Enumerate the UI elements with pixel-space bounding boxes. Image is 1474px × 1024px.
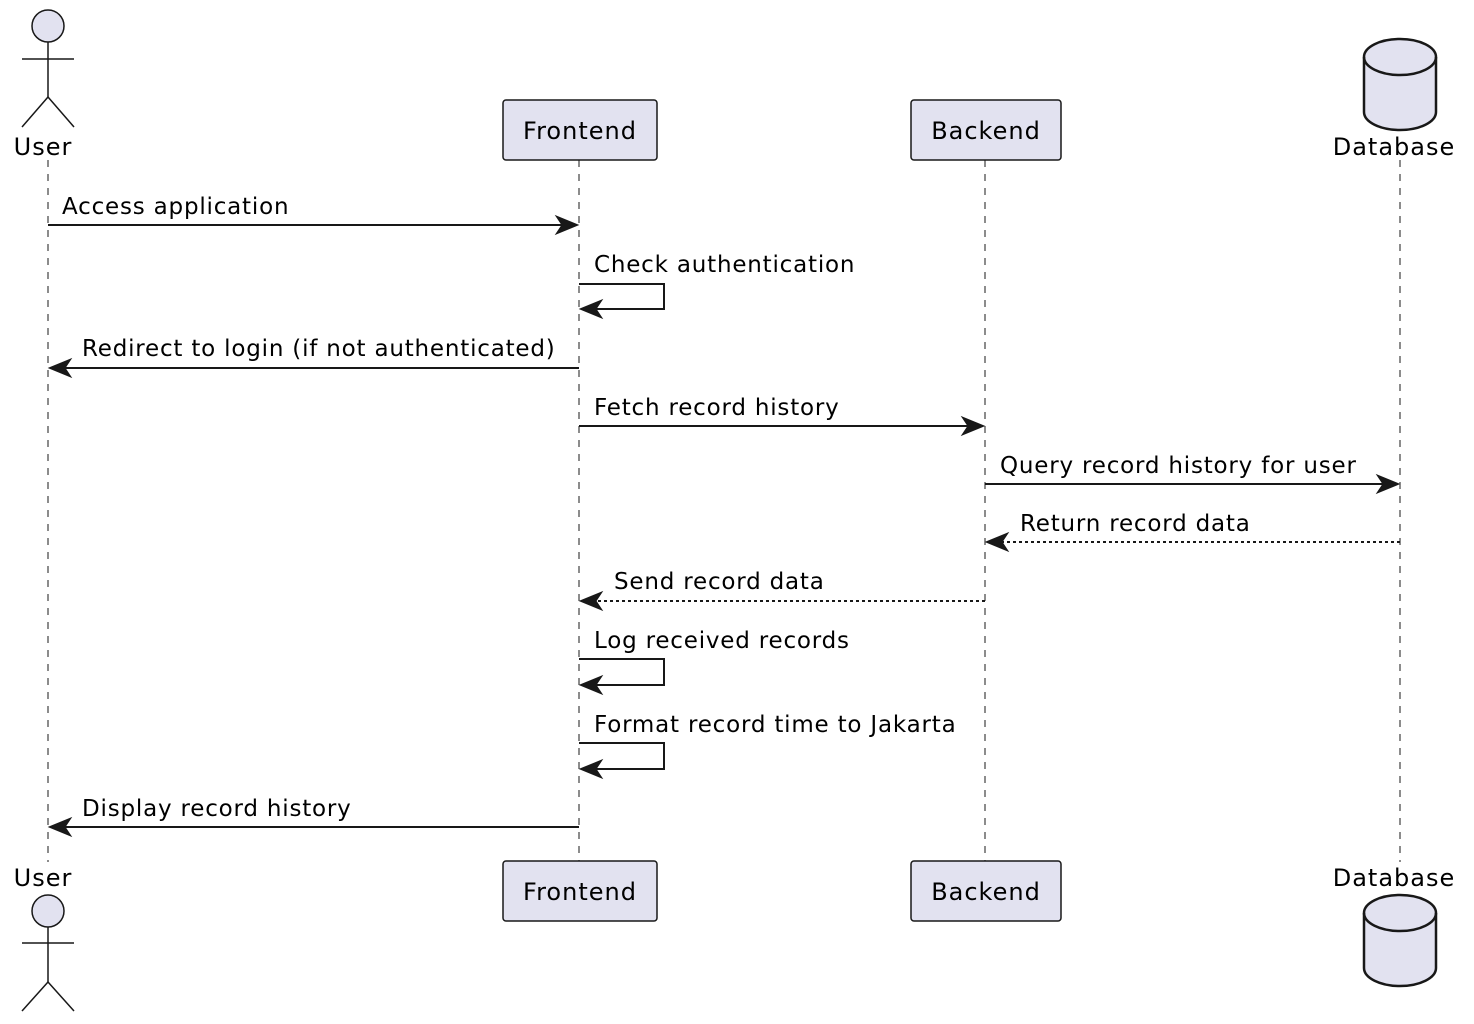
database-icon (1362, 37, 1438, 132)
message-label: Display record history (82, 796, 352, 822)
messages: Access application Check authentication … (47, 194, 1401, 838)
message-check-authentication: Check authentication (578, 252, 855, 320)
message-access-application: Access application (48, 194, 580, 236)
message-label: Log received records (594, 628, 850, 654)
participant-label-database: Database (1333, 133, 1456, 161)
arrowhead-left-icon (578, 298, 604, 320)
message-label: Query record history for user (1000, 453, 1357, 479)
database-icon (1362, 893, 1438, 988)
message-label: Format record time to Jakarta (594, 712, 956, 738)
message-label: Send record data (614, 569, 825, 595)
arrowhead-right-icon (960, 415, 986, 437)
actor-icon (21, 894, 75, 1012)
participant-label-frontend: Frontend (523, 117, 637, 145)
arrowhead-left-icon (984, 531, 1010, 553)
message-label: Return record data (1020, 511, 1251, 537)
participant-backend-top: Backend (910, 99, 1062, 161)
arrowhead-left-icon (47, 357, 73, 379)
message-query-record-history: Query record history for user (985, 453, 1401, 495)
message-log-received-records: Log received records (578, 628, 850, 696)
participant-database-bottom: Database (1333, 864, 1456, 988)
participant-box-backend (910, 860, 1062, 922)
message-send-record-data: Send record data (578, 569, 985, 612)
arrowhead-right-icon (554, 214, 580, 236)
participant-label-user: User (14, 133, 73, 161)
arrowhead-left-icon (578, 590, 604, 612)
participant-user-top: User (14, 9, 75, 161)
participant-frontend-top: Frontend (502, 99, 658, 161)
message-format-record-time: Format record time to Jakarta (578, 712, 956, 780)
participant-label-user: User (14, 864, 73, 892)
participant-frontend-bottom: Frontend (502, 860, 658, 922)
actor-icon (21, 9, 75, 128)
lifelines (47, 160, 1401, 862)
message-label: Redirect to login (if not authenticated) (82, 336, 556, 362)
participant-label-frontend: Frontend (523, 878, 637, 906)
message-label: Check authentication (594, 252, 855, 278)
participant-box-frontend (502, 860, 658, 922)
participant-box-frontend (502, 99, 658, 161)
participant-label-backend: Backend (931, 878, 1041, 906)
participant-database-top: Database (1333, 37, 1456, 161)
message-fetch-record-history: Fetch record history (579, 395, 986, 437)
message-return-record-data: Return record data (984, 511, 1400, 553)
arrowhead-left-icon (578, 758, 604, 780)
message-redirect-to-login: Redirect to login (if not authenticated) (47, 336, 579, 379)
message-display-record-history: Display record history (47, 796, 579, 838)
arrowhead-left-icon (578, 674, 604, 696)
participant-label-database: Database (1333, 864, 1456, 892)
message-label: Access application (62, 194, 289, 220)
participant-box-backend (910, 99, 1062, 161)
participant-user-bottom: User (14, 864, 75, 1012)
message-label: Fetch record history (594, 395, 840, 421)
arrowhead-right-icon (1375, 473, 1401, 495)
participant-label-backend: Backend (931, 117, 1041, 145)
participant-backend-bottom: Backend (910, 860, 1062, 922)
arrowhead-left-icon (47, 816, 73, 838)
